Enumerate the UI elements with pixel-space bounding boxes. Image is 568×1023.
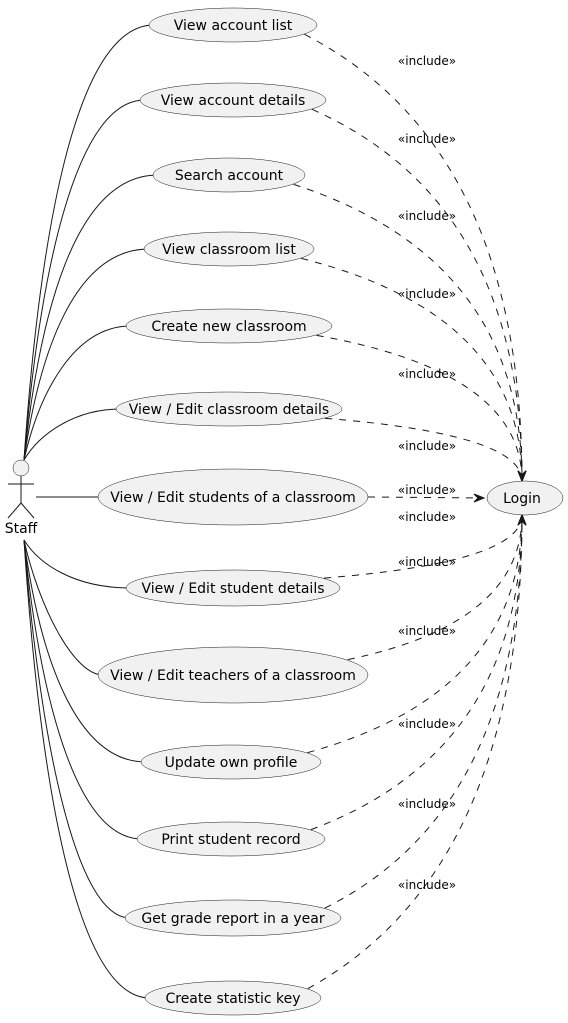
- include-line: [310, 514, 523, 831]
- include-label: «include»: [398, 209, 456, 223]
- use-case-label: View account list: [174, 18, 293, 34]
- use-case-label: View account details: [161, 93, 306, 109]
- include-label: «include»: [398, 878, 456, 892]
- association-line: [23, 99, 146, 461]
- use-case: Search account: [152, 157, 306, 193]
- association-line: [23, 408, 122, 461]
- include-label: «include»: [398, 624, 456, 638]
- use-case: Get grade report in a year: [124, 899, 342, 937]
- include-label: «include»: [398, 510, 456, 524]
- include-line: [347, 514, 523, 661]
- include-line: [367, 496, 485, 499]
- association-line: [23, 539, 131, 919]
- use-case: View / Edit teachers of a classroom: [97, 646, 369, 704]
- association-line: [23, 539, 151, 999]
- association-line: [23, 24, 155, 461]
- include-dependencies: «include» «include» «include» «include» «inc…: [293, 33, 527, 990]
- use-case-label: View classroom list: [162, 242, 296, 258]
- use-case-ellipse: [97, 646, 369, 704]
- use-case-ellipse: [115, 391, 343, 427]
- include-label: «include»: [398, 287, 456, 301]
- include-label: «include»: [398, 797, 456, 811]
- include-label: «include»: [398, 439, 456, 453]
- use-case-login: Login: [486, 480, 564, 516]
- include-line: [307, 514, 523, 754]
- association-line: [23, 539, 143, 840]
- use-case: Update own profile: [140, 744, 322, 780]
- use-case: View account details: [139, 82, 327, 118]
- include-arrowhead: [517, 470, 527, 483]
- association-line: [23, 539, 104, 676]
- include-line: [316, 334, 523, 482]
- include-label: «include»: [398, 483, 456, 497]
- use-case: Create statistic key: [144, 980, 322, 1016]
- use-case: Create new classroom: [125, 308, 333, 344]
- use-case-ellipse: [139, 82, 327, 118]
- use-case-ellipse: [97, 468, 369, 526]
- association-line: [23, 174, 159, 461]
- login-ellipse: [486, 480, 564, 516]
- use-case-ellipse: [144, 980, 322, 1016]
- include-line: [324, 514, 523, 909]
- association-line: [23, 539, 132, 589]
- actor-left-leg: [7, 502, 22, 519]
- actor-staff: Staff: [5, 459, 38, 537]
- use-case-label: View / Edit student details: [141, 581, 324, 597]
- use-case-label: Get grade report in a year: [141, 911, 325, 927]
- include-label: «include»: [398, 367, 456, 381]
- include-arrowhead: [517, 513, 527, 526]
- actor-head: [12, 459, 30, 477]
- use-case: Print student record: [136, 821, 326, 857]
- include-line: [323, 514, 523, 579]
- use-case-ellipse: [148, 7, 318, 43]
- include-line: [293, 183, 523, 482]
- use-case-ellipse: [124, 899, 342, 937]
- use-case-label: Create new classroom: [151, 319, 306, 335]
- use-case-label: Print student record: [161, 832, 300, 848]
- include-label: «include»: [398, 54, 456, 68]
- include-label: «include»: [398, 132, 456, 146]
- actor-label: Staff: [5, 521, 38, 537]
- actor-right-leg: [20, 502, 35, 519]
- use-case-ellipse: [140, 744, 322, 780]
- use-case-ellipse: [152, 157, 306, 193]
- association-line: [23, 325, 132, 461]
- use-case: View / Edit students of a classroom: [97, 468, 369, 526]
- include-line: [311, 108, 523, 482]
- include-label: «include»: [398, 555, 456, 569]
- use-case: View / Edit student details: [125, 569, 341, 607]
- use-case-ellipse: [136, 821, 326, 857]
- association-line: [23, 248, 150, 461]
- association-lines: [23, 24, 159, 999]
- include-line: [325, 417, 523, 482]
- use-case-ellipse: [143, 231, 315, 267]
- include-label: «include»: [398, 717, 456, 731]
- use-case-ellipse: [125, 569, 341, 607]
- use-case-label: View / Edit teachers of a classroom: [110, 668, 356, 684]
- use-case-label: View / Edit students of a classroom: [110, 490, 356, 506]
- association-line: [23, 539, 147, 763]
- use-case-label: Create statistic key: [165, 991, 300, 1007]
- include-line: [307, 514, 523, 990]
- include-arrowhead: [473, 493, 486, 503]
- login-label: Login: [503, 491, 541, 507]
- use-case-label: Search account: [175, 168, 284, 184]
- use-case-label: Update own profile: [165, 755, 298, 771]
- use-case-ellipse: [125, 308, 333, 344]
- include-line: [304, 33, 523, 482]
- use-case: View account list: [148, 7, 318, 43]
- use-case: View classroom list: [143, 231, 315, 267]
- use-case: View / Edit classroom details: [115, 391, 343, 427]
- use-case-label: View / Edit classroom details: [129, 402, 329, 418]
- include-line: [301, 257, 523, 482]
